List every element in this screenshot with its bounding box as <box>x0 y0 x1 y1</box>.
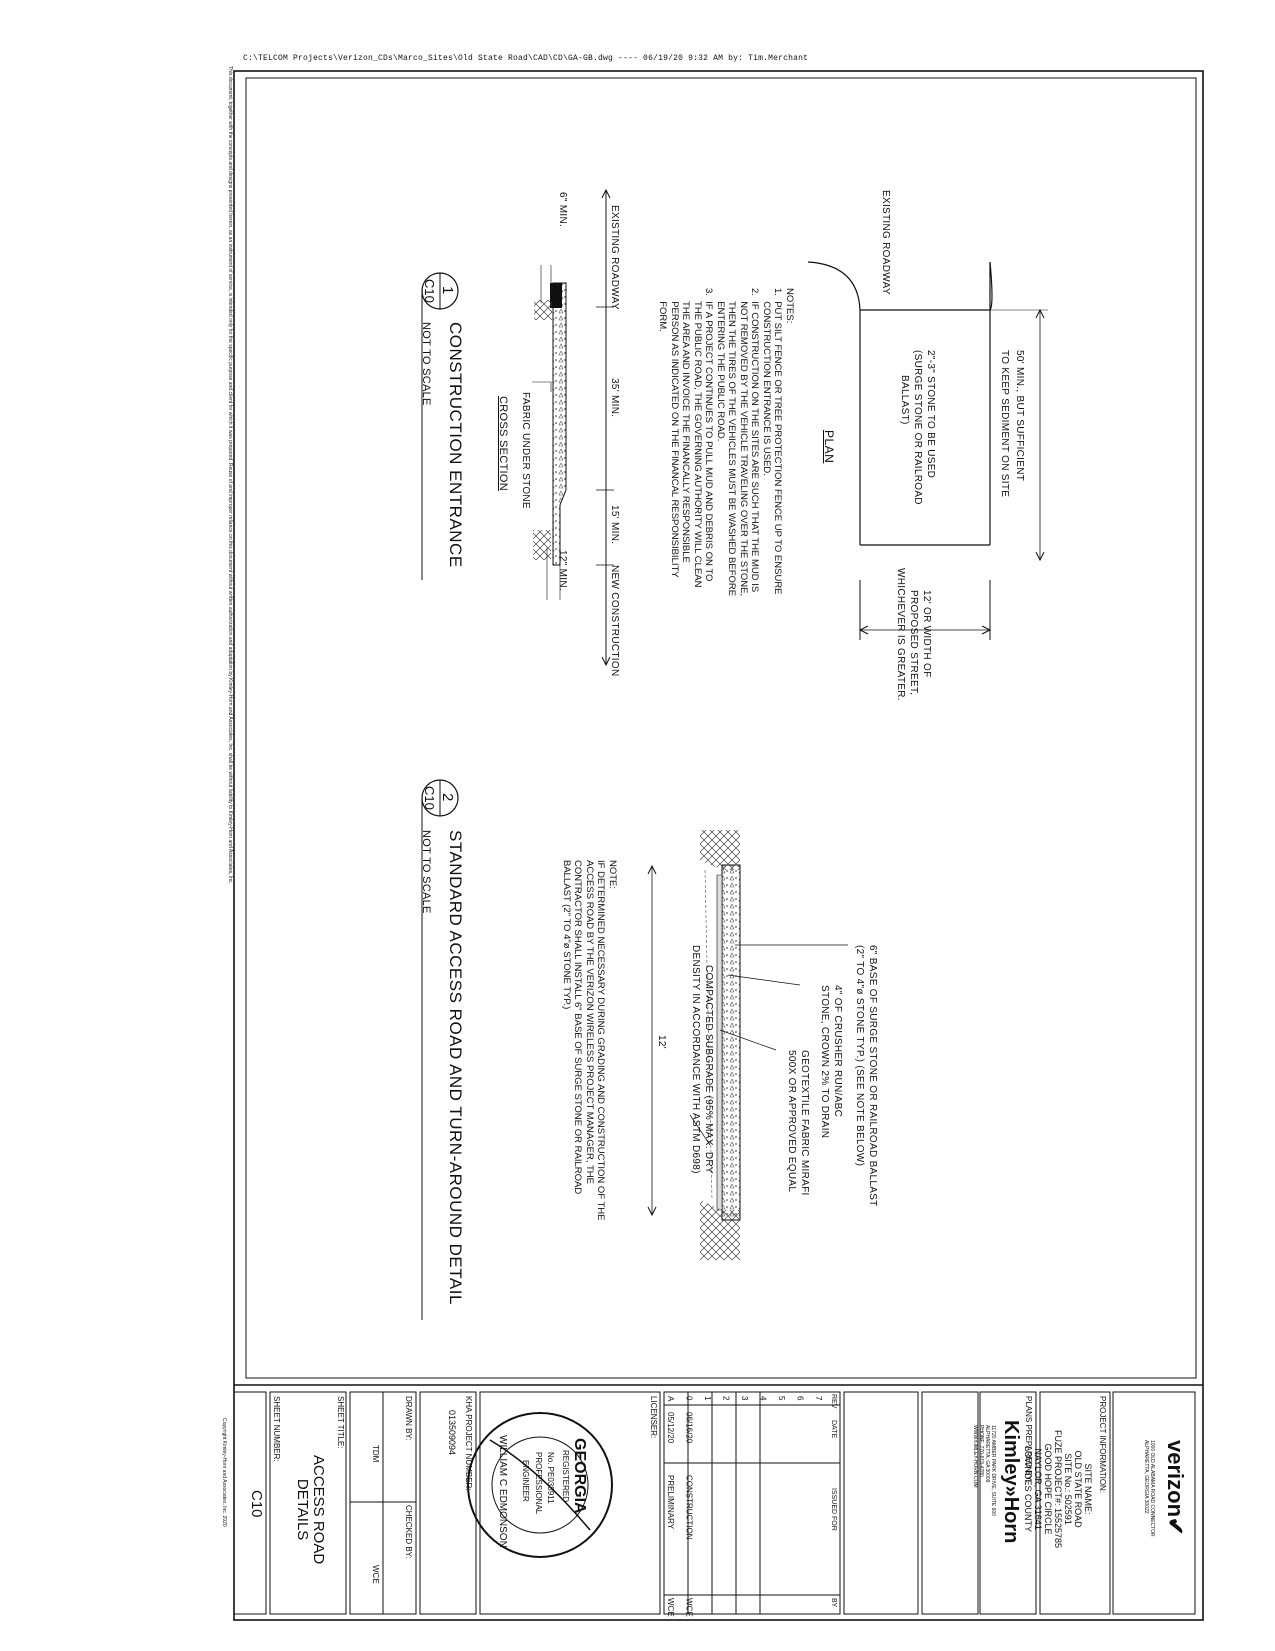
plan-width-3: WHICHEVER IS GREATER. <box>895 568 906 701</box>
section-fabric: FABRIC UNDER STONE <box>520 392 531 509</box>
client-address: 1000 OLD ALABAMA ROAD CONNECTOR ALPHARET… <box>1143 1440 1155 1537</box>
file-path: C:\TELCOM Projects\Verizon_CDs\Marco_Sit… <box>243 54 809 63</box>
copyright: Copyright Kimley-Horn and Associates, In… <box>221 1418 227 1527</box>
rev-rev-cell: A <box>666 1396 675 1402</box>
plan-stone: 2"-3" STONE TO BE USED <box>925 350 936 479</box>
checked-by-label: CHECKED BY: <box>404 1505 413 1559</box>
plan-existing-roadway: EXISTING ROADWAY <box>880 190 891 295</box>
rev-col-rev: REV <box>830 1394 837 1409</box>
callout-surge-stone: 6" BASE OF SURGE STONE OR RAILROAD BALLA… <box>867 945 878 1207</box>
detail-2-title: STANDARD ACCESS ROAD AND TURN-AROUND DET… <box>446 830 465 1305</box>
rev-rev-cell: 4 <box>758 1396 768 1401</box>
project-info-label: PROJECT INFORMATION: <box>1098 1396 1107 1494</box>
rev-by-cell: WCE <box>684 1598 694 1617</box>
rev-date-cell: 06/16/20 <box>684 1412 694 1444</box>
seal-number: No. PE038911 <box>546 1452 555 1504</box>
rev-rev-cell: 0 <box>684 1396 694 1401</box>
callout-crusher-run: 4" OF CRUSHER RUN/ABC <box>832 985 843 1118</box>
section-new-construction: NEW CONSTRUCTION <box>609 565 620 677</box>
seal-professional: PROFESSIONAL <box>534 1452 543 1515</box>
sheet-title-label: SHEET TITLE: <box>336 1396 345 1449</box>
drawn-by: TDM <box>371 1445 380 1463</box>
detail-1-scale: NOT TO SCALE <box>420 322 432 406</box>
plan-stone-2: (SURGE STONE OR RAILROAD <box>912 350 923 505</box>
kha-label: KHA PROJECT NUMBER: <box>464 1396 473 1491</box>
seal-name: WILLIAM C EDMONSON <box>497 1435 508 1548</box>
detail-2-number: 2 <box>439 793 456 802</box>
plan-width: 12' OR WIDTH OF <box>921 590 932 678</box>
detail-1-sheet-ref: C10 <box>422 279 437 303</box>
rev-col-issued: ISSUED FOR <box>830 1488 837 1531</box>
section-dim-6: 6" MIN. <box>557 192 568 228</box>
rev-rev-cell: 3 <box>740 1396 749 1401</box>
title-block-grid <box>233 1391 1196 1615</box>
licenser-label: LICENSER: <box>649 1396 658 1439</box>
sheet-title: ACCESS ROAD DETAILS <box>294 1455 327 1565</box>
sheet-number-label: SHEET NUMBER: <box>272 1396 281 1462</box>
callout-subgrade: COMPACTED SUBGRADE (95% MAX. DRY <box>703 965 714 1174</box>
rev-by-cell: WCE <box>666 1598 675 1617</box>
plan-dim-length-2: TO KEEP SEDIMENT ON SITE <box>999 350 1010 498</box>
detail-1-marker <box>421 272 459 580</box>
checked-by: WCE <box>371 1565 380 1584</box>
prepared-by-label: PLANS PREPARED BY: <box>1024 1396 1033 1483</box>
callout-surge-stone-2: (2" TO 4"ø STONE TYP.) (SEE NOTE BELOW) <box>854 945 865 1167</box>
road-width: 12' <box>656 1035 667 1049</box>
section-dim-35: 35' MIN. <box>609 378 620 418</box>
section-title: CROSS SECTION <box>497 396 509 491</box>
cross-section <box>532 188 614 667</box>
drawn-by-label: DRAWN BY: <box>404 1396 413 1441</box>
callout-crusher-run-2: STONE, CROWN 2% TO DRAIN <box>819 985 830 1139</box>
plan-width-2: PROPOSED STREET, <box>908 590 919 696</box>
rev-col-by: BY <box>830 1598 837 1608</box>
plan-stone-3: BALLAST) <box>899 375 910 425</box>
kha-number: 013509094 <box>447 1410 457 1456</box>
detail-1-number: 1 <box>439 286 456 295</box>
detail-2-marker <box>421 779 459 1320</box>
callout-geotextile: GEOTEXTILE FABRIC MIRAFI <box>799 1050 810 1196</box>
rev-rev-cell: 2 <box>721 1396 731 1401</box>
seal-engineer: ENGINEER <box>521 1460 530 1502</box>
section-existing-roadway: EXISTING ROADWAY <box>609 205 620 310</box>
plan-title: PLAN <box>822 430 836 464</box>
rev-col-date: DATE <box>830 1420 837 1439</box>
section-dim-12: 12" MIN. <box>557 550 568 591</box>
seal-registered: REGISTERED <box>561 1450 570 1503</box>
rev-issued-cell: CONSTRUCTION <box>684 1475 694 1540</box>
access-road-section <box>647 830 848 1260</box>
disclaimer: This document, together with the concept… <box>227 66 233 884</box>
detail-2-sheet-ref: C10 <box>422 786 437 810</box>
callout-subgrade-2: DENSITY IN ACCORDANCE WITH ASTM D698) <box>690 945 701 1174</box>
rev-rev-cell: 1 <box>703 1396 712 1401</box>
rev-rev-cell: 6 <box>795 1396 805 1401</box>
construction-notes: NOTES: 1. PUT SILT FENCE OR TREE PROTECT… <box>657 288 796 597</box>
sheet-number: C10 <box>248 1490 265 1518</box>
verizon-logo: verizon✔ <box>1163 1440 1188 1536</box>
road-note: NOTE: IF DETERMINED NECESSARY DURING GRA… <box>561 860 618 1221</box>
plan-view <box>807 261 1048 640</box>
detail-1-title: CONSTRUCTION ENTRANCE <box>446 322 465 568</box>
section-dim-15: 15' MIN. <box>609 505 620 545</box>
outer-border <box>233 70 1204 1621</box>
drawing-border <box>245 77 1197 1379</box>
rev-rev-cell: 7 <box>814 1396 823 1401</box>
firm-address: 11720 AMBER PARK DRIVE, SUITE 600 ALPHAR… <box>972 1425 996 1516</box>
seal-state: GEORGIA <box>571 1438 588 1514</box>
detail-2-scale: NOT TO SCALE <box>420 830 432 914</box>
rev-rev-cell: 5 <box>777 1396 786 1401</box>
kimley-horn-logo: Kimley»Horn <box>1000 1420 1022 1544</box>
callout-geotextile-2: 500X OR APPROVED EQUAL <box>786 1050 797 1193</box>
engineer-seal <box>467 1412 613 1558</box>
rev-date-cell: 05/12/20 <box>666 1412 675 1444</box>
rev-issued-cell: PRELIMINARY <box>666 1475 675 1530</box>
plan-dim-length: 50' MIN., BUT SUFFICIENT <box>1014 350 1025 482</box>
